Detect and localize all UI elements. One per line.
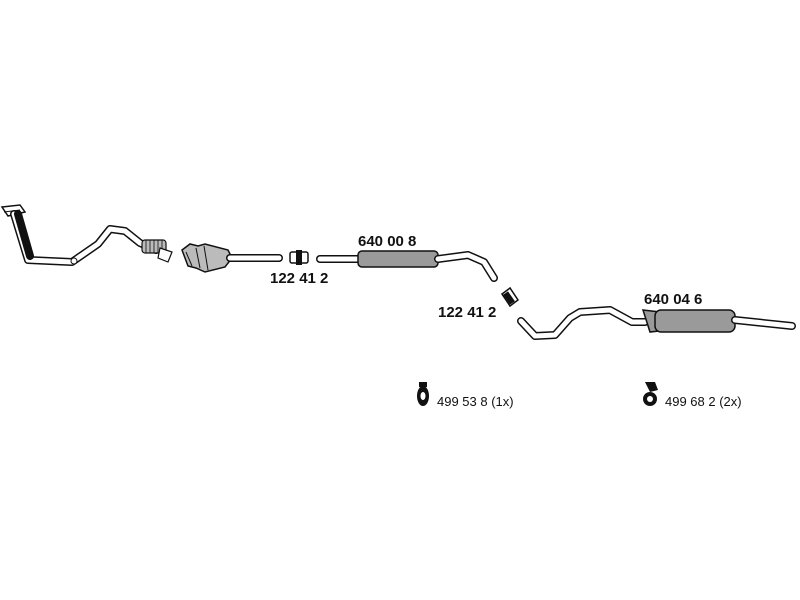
rubber-mount-icon bbox=[643, 382, 658, 406]
part-label-center-silencer: 640 00 8 bbox=[358, 233, 416, 250]
mounting-label-1: 499 53 8 (1x) bbox=[437, 394, 514, 409]
catalytic-converter bbox=[181, 243, 283, 273]
part-label-clamp-rear: 122 41 2 bbox=[438, 304, 496, 321]
part-label-rear-silencer: 640 04 6 bbox=[644, 291, 702, 308]
center-silencer bbox=[316, 250, 498, 282]
mounting-label-2: 499 68 2 (2x) bbox=[665, 394, 742, 409]
part-label-clamp-front: 122 41 2 bbox=[270, 270, 328, 287]
clamp-rear bbox=[500, 286, 520, 308]
rear-silencer bbox=[517, 306, 796, 340]
clamp-front bbox=[289, 250, 309, 265]
front-pipe bbox=[0, 204, 173, 266]
rubber-hanger-icon bbox=[417, 382, 429, 406]
